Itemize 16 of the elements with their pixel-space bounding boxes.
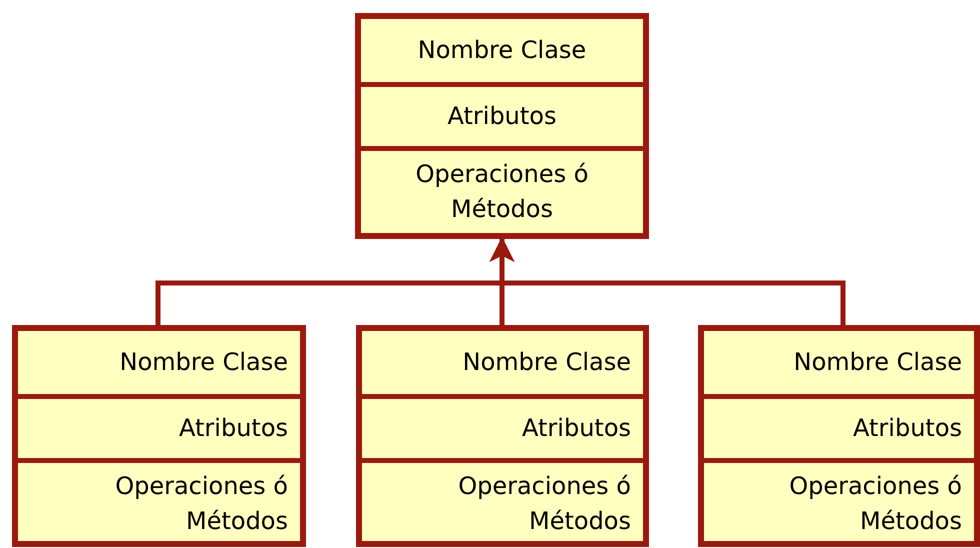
class-box [355, 13, 649, 239]
attributes-section: Atributos [362, 399, 643, 463]
attributes-section: Atributos [18, 399, 300, 463]
operations-section: Operaciones ó Métodos [362, 463, 643, 541]
class-box [698, 325, 980, 547]
class-name: Nombre Clase [361, 19, 643, 87]
operations-section: Operaciones ó Métodos [361, 151, 643, 233]
operations-section: Operaciones ó Métodos [704, 463, 974, 541]
class-name: Nombre Clase [362, 331, 643, 399]
class-box [356, 325, 649, 547]
attributes-section: Atributos [704, 399, 974, 463]
class-name: Nombre Clase [18, 331, 300, 399]
class-name: Nombre Clase [704, 331, 974, 399]
attributes-section: Atributos [361, 87, 643, 151]
class-box [12, 325, 306, 547]
operations-section: Operaciones ó Métodos [18, 463, 300, 541]
